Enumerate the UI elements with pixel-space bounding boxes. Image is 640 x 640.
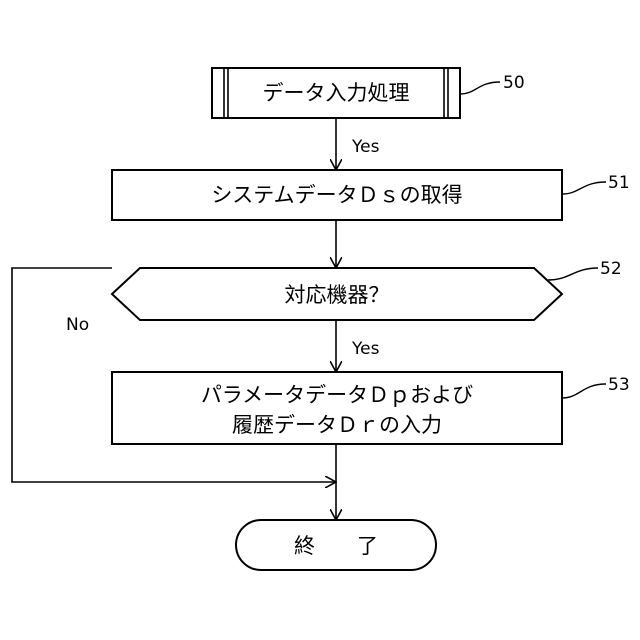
step-51-label: システムデータＤｓの取得 <box>211 183 462 207</box>
ref-leader-52 <box>548 268 598 280</box>
ref-number-52: 52 <box>600 259 622 279</box>
decision-52-node: 対応機器？ <box>112 268 562 320</box>
edge-label-no: No <box>66 315 89 335</box>
end-terminator-node: 終 了 <box>236 520 436 570</box>
step-51-node: システムデータＤｓの取得 <box>112 170 562 220</box>
step-53-label-line1: パラメータデータＤｐおよび <box>201 383 473 407</box>
ref-leader-53 <box>562 384 606 398</box>
step-53-node: パラメータデータＤｐおよび 履歴データＤｒの入力 <box>112 372 562 444</box>
ref-leader-50 <box>460 82 500 94</box>
step-53-label-line2: 履歴データＤｒの入力 <box>232 413 442 437</box>
ref-number-50: 50 <box>503 73 525 93</box>
ref-leader-51 <box>562 182 606 194</box>
ref-number-51: 51 <box>608 173 630 193</box>
decision-52-label: 対応機器？ <box>285 283 390 307</box>
edge-label-yes-1: Yes <box>351 137 380 157</box>
end-label: 終 了 <box>294 534 378 558</box>
ref-number-53: 53 <box>608 375 630 395</box>
start-process-node: データ入力処理 <box>212 68 460 118</box>
edge-label-yes-2: Yes <box>351 339 380 359</box>
start-process-label: データ入力処理 <box>263 81 410 105</box>
